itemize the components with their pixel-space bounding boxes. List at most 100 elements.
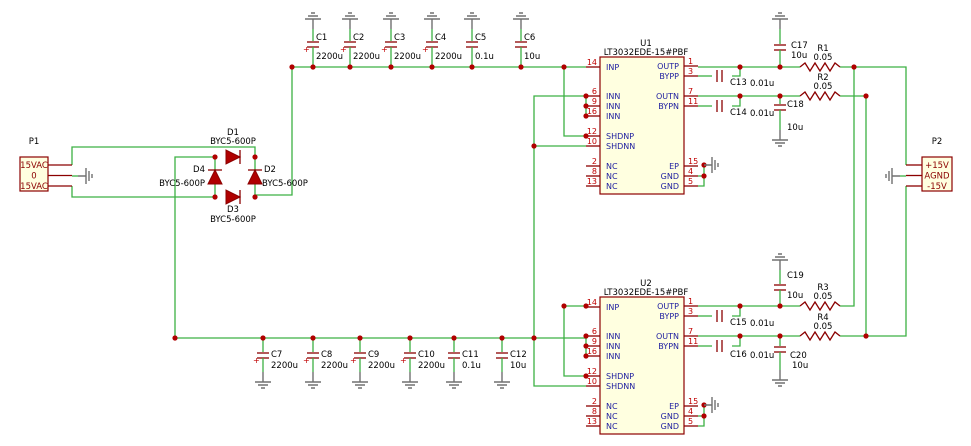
- pin-number: 11: [688, 97, 698, 106]
- pin-name: NC: [606, 182, 618, 191]
- cap-value-label: 2200u: [353, 52, 380, 62]
- diode-value-label: BYC5-600P: [210, 215, 256, 225]
- ground-symbol: [494, 372, 510, 389]
- junction-dot: [518, 64, 524, 70]
- cap-value-label: 2200u: [418, 361, 445, 371]
- cap-value-label: 0.1u: [462, 361, 481, 371]
- ground-lines: [383, 12, 399, 29]
- ground-lines: [513, 12, 529, 29]
- diode-triangle: [225, 189, 242, 205]
- junction-dot: [260, 335, 266, 341]
- ic-body: [599, 296, 685, 435]
- ground-lines: [402, 372, 418, 389]
- regulator-u1: [586, 56, 698, 195]
- cap-value-label: 10u: [524, 52, 540, 62]
- ground-lines: [464, 12, 480, 29]
- pin-name: EP: [669, 402, 679, 411]
- ground-lines: [305, 12, 321, 29]
- resistor-value-label: 0.05: [814, 53, 833, 63]
- junction-dot: [701, 173, 707, 179]
- pin-name: GND: [661, 412, 679, 421]
- diode-triangle: [225, 149, 242, 165]
- junction-dot: [310, 64, 316, 70]
- cap-value-label: 2200u: [435, 52, 462, 62]
- pin-number: 15: [688, 397, 698, 406]
- pin-name: INN: [606, 352, 620, 361]
- ground-symbol: [305, 12, 321, 29]
- cap-value-label: 2200u: [368, 361, 395, 371]
- pin-number: 16: [587, 107, 597, 116]
- pin-number: 3: [688, 307, 693, 316]
- junction-dot: [737, 333, 743, 339]
- pin-number: 9: [592, 97, 597, 106]
- cap-value-label: 10u: [787, 123, 803, 133]
- connector-pin-label: 15VAC: [20, 182, 48, 192]
- connector-pin-label: 15VAC: [20, 161, 48, 171]
- cap-value-label: 2200u: [271, 361, 298, 371]
- pin-number: 15: [688, 157, 698, 166]
- ground-symbol: [885, 168, 900, 184]
- pin-name: INP: [606, 63, 619, 72]
- diode-d1: [225, 149, 242, 165]
- ground-symbol: [772, 370, 788, 387]
- ground-symbol: [342, 12, 358, 29]
- junction-dot: [777, 333, 783, 339]
- junction-dot: [737, 93, 743, 99]
- cap-ref-label: C12: [510, 350, 527, 360]
- junction-dot: [851, 64, 857, 70]
- ic-body: [599, 56, 685, 195]
- cap-ref-label: C1: [316, 33, 327, 43]
- pin-name: BYPN: [658, 342, 679, 351]
- cap-value-label: 10u: [791, 51, 807, 61]
- ground-symbol: [402, 372, 418, 389]
- diode-d3: [225, 189, 242, 205]
- junction-dot: [583, 373, 589, 379]
- ground-symbol: [383, 12, 399, 29]
- ground-lines: [352, 372, 368, 389]
- diode-d2: [247, 168, 263, 185]
- pin-number: 9: [592, 337, 597, 346]
- pin-number: 2: [592, 157, 597, 166]
- junction-dot: [172, 335, 178, 341]
- pin-name: OUTP: [657, 62, 679, 71]
- junction-dot: [583, 303, 589, 309]
- connector-body: [921, 156, 953, 192]
- diode-d4: [207, 168, 223, 185]
- junction-dot: [212, 194, 218, 200]
- polarity-mark: +: [253, 356, 260, 365]
- junction-dot: [583, 343, 589, 349]
- pin-number: 2: [592, 397, 597, 406]
- junction-dot: [451, 335, 457, 341]
- cap-ref-label: C16: [730, 350, 747, 360]
- junction-dot: [407, 335, 413, 341]
- cap-value-label: 10u: [792, 361, 808, 371]
- pin-name: GND: [661, 422, 679, 431]
- diode-triangle: [247, 168, 263, 185]
- pin-number: 3: [688, 67, 693, 76]
- pin-name: INN: [606, 342, 620, 351]
- junction-dot: [561, 64, 567, 70]
- ground-symbol: [513, 12, 529, 29]
- pin-name: INN: [606, 92, 620, 101]
- diode-ref-label: D3: [227, 205, 239, 215]
- connector-body: [19, 156, 49, 192]
- pin-number: 14: [587, 298, 597, 307]
- pin-number: 13: [587, 417, 597, 426]
- resistor-value-label: 0.05: [814, 82, 833, 92]
- ic-value-label: LT3032EDE-15#PBF: [604, 288, 689, 298]
- junction-dot: [347, 64, 353, 70]
- pin-number: 8: [592, 167, 597, 176]
- ground-symbol: [424, 12, 440, 29]
- cap-ref-label: C19: [787, 271, 804, 281]
- polarity-mark: +: [303, 45, 310, 54]
- junction-dot: [252, 194, 258, 200]
- resistor-value-label: 0.05: [814, 292, 833, 302]
- cap-ref-label: C13: [730, 78, 747, 88]
- ground-lines: [342, 12, 358, 29]
- pin-name: GND: [661, 172, 679, 181]
- diode-ref-label: D1: [227, 128, 239, 138]
- cap-ref-label: C10: [418, 350, 435, 360]
- resistor-zigzag: [799, 330, 841, 342]
- resistor-value-label: 0.05: [814, 322, 833, 332]
- junction-dot: [289, 64, 295, 70]
